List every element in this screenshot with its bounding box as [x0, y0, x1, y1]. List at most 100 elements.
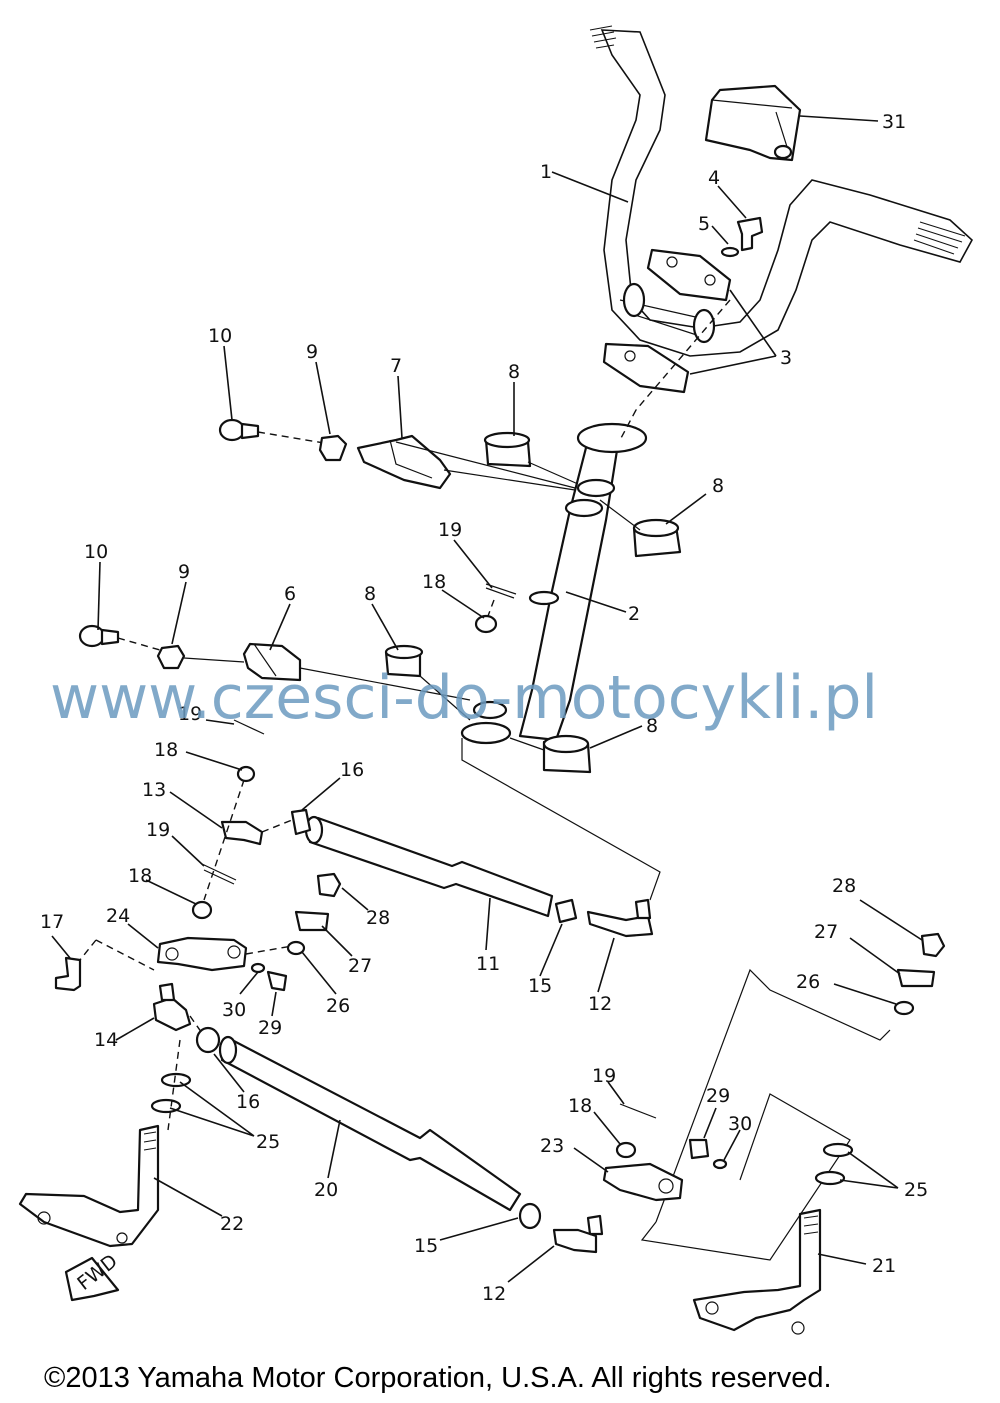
callout-20: 20	[314, 1179, 338, 1201]
callout-8-lower: 8	[646, 715, 658, 737]
cotter-pin-19-right	[619, 1103, 657, 1119]
nut-28-right	[920, 932, 946, 958]
nut-18-upper-left	[236, 765, 256, 783]
callout-16-lower: 16	[236, 1091, 260, 1113]
collar-16-lower	[195, 1026, 221, 1054]
callout-19-column: 19	[438, 519, 462, 541]
nut-28-upper	[316, 872, 342, 898]
callout-28-right: 28	[832, 875, 856, 897]
callout-21: 21	[872, 1255, 896, 1277]
bolt-17	[54, 956, 82, 992]
callout-16-upper: 16	[340, 759, 364, 781]
washer-25-right-a	[822, 1142, 854, 1158]
callout-10-lower: 10	[84, 541, 108, 563]
callout-26-upper: 26	[326, 995, 350, 1017]
callout-11: 11	[476, 953, 500, 975]
callout-6: 6	[284, 583, 296, 605]
callout-25-right: 25	[904, 1179, 928, 1201]
callout-4: 4	[708, 167, 720, 189]
bracket-7	[356, 434, 452, 490]
callout-14: 14	[94, 1029, 118, 1051]
callout-30-upper: 30	[222, 999, 246, 1021]
callout-19-mid: 19	[146, 819, 170, 841]
callout-8-top: 8	[508, 361, 520, 383]
tie-rod-11	[304, 815, 554, 918]
callout-27-upper: 27	[348, 955, 372, 977]
callout-24: 24	[106, 905, 130, 927]
callout-9-upper: 9	[306, 341, 318, 363]
callout-2: 2	[628, 603, 640, 625]
washer-30-upper	[250, 962, 266, 974]
bracket-6	[242, 642, 302, 682]
callout-31: 31	[882, 111, 906, 133]
washer-25-left-a	[160, 1072, 192, 1088]
handlebar-clamp-upper	[646, 248, 732, 302]
collar-26-right	[893, 1000, 915, 1016]
washer-27-right	[896, 968, 936, 988]
nut-18-right	[615, 1141, 637, 1159]
cotter-pin-19-upper-left	[233, 719, 265, 735]
washer-25-right-b	[814, 1170, 846, 1186]
pitman-arm-23	[602, 1162, 684, 1202]
callout-18-mid: 18	[128, 865, 152, 887]
callout-10-upper: 10	[208, 325, 232, 347]
callout-25-left: 25	[256, 1131, 280, 1153]
nut-18-column	[474, 614, 498, 634]
callout-3: 3	[780, 347, 792, 369]
callout-9-lower: 9	[178, 561, 190, 583]
collar-15-upper	[554, 898, 578, 924]
callout-17: 17	[40, 911, 64, 933]
callout-15-lower: 15	[414, 1235, 438, 1257]
handlebar	[589, 25, 974, 357]
copyright-notice: ©2013 Yamaha Motor Corporation, U.S.A. A…	[44, 1362, 832, 1394]
pitman-arm-24	[156, 936, 248, 972]
washer-5	[720, 246, 740, 258]
bolt-29-upper	[266, 970, 288, 992]
tie-rod-end-12-lower	[552, 1214, 604, 1254]
spindle-22	[18, 1124, 160, 1248]
collar-26-upper	[286, 940, 306, 956]
handlebar-clamp-lower	[602, 342, 690, 394]
leader-lines	[51, 115, 923, 1283]
tie-rod-end-12-upper	[586, 898, 654, 938]
callout-30-right: 30	[728, 1113, 752, 1135]
callout-18-upper-left: 18	[154, 739, 178, 761]
bushing-8-lower-left	[384, 644, 424, 678]
collar-15-lower	[518, 1202, 542, 1230]
callout-5: 5	[698, 213, 710, 235]
bushing-8-upper-left	[483, 431, 532, 468]
collar-16-upper	[290, 808, 312, 836]
collar-9-upper	[318, 434, 348, 462]
callout-26-right: 26	[796, 971, 820, 993]
spindle-21	[692, 1208, 822, 1335]
callout-28-upper: 28	[366, 907, 390, 929]
bolt-29-right	[688, 1138, 710, 1160]
watermark-url: www.czesci-do-motocykli.pl	[50, 663, 878, 733]
cotter-pin-19-mid	[201, 863, 237, 885]
nut-18-mid	[191, 900, 213, 920]
callout-22: 22	[220, 1213, 244, 1235]
callout-1: 1	[540, 161, 552, 183]
callout-13: 13	[142, 779, 166, 801]
callout-19-upper-left: 19	[178, 703, 202, 725]
callout-29-upper: 29	[258, 1017, 282, 1039]
collar-9-lower	[156, 644, 186, 670]
fwd-arrow: FWD	[64, 1250, 122, 1302]
callout-29-right: 29	[706, 1085, 730, 1107]
tie-rod-20	[218, 1035, 522, 1212]
callout-18-right: 18	[568, 1095, 592, 1117]
callout-18-column: 18	[422, 571, 446, 593]
tie-rod-end-14	[152, 982, 192, 1032]
callout-7: 7	[390, 355, 402, 377]
handlebar-pad	[704, 84, 802, 162]
bushing-8-lower-right	[542, 734, 592, 774]
bushing-8-upper-right	[632, 518, 682, 558]
bolt-10-lower	[78, 624, 120, 648]
callout-19-right: 19	[592, 1065, 616, 1087]
callout-8-right: 8	[712, 475, 724, 497]
callout-23: 23	[540, 1135, 564, 1157]
callout-8-left: 8	[364, 583, 376, 605]
bolt-10-upper	[218, 418, 260, 442]
